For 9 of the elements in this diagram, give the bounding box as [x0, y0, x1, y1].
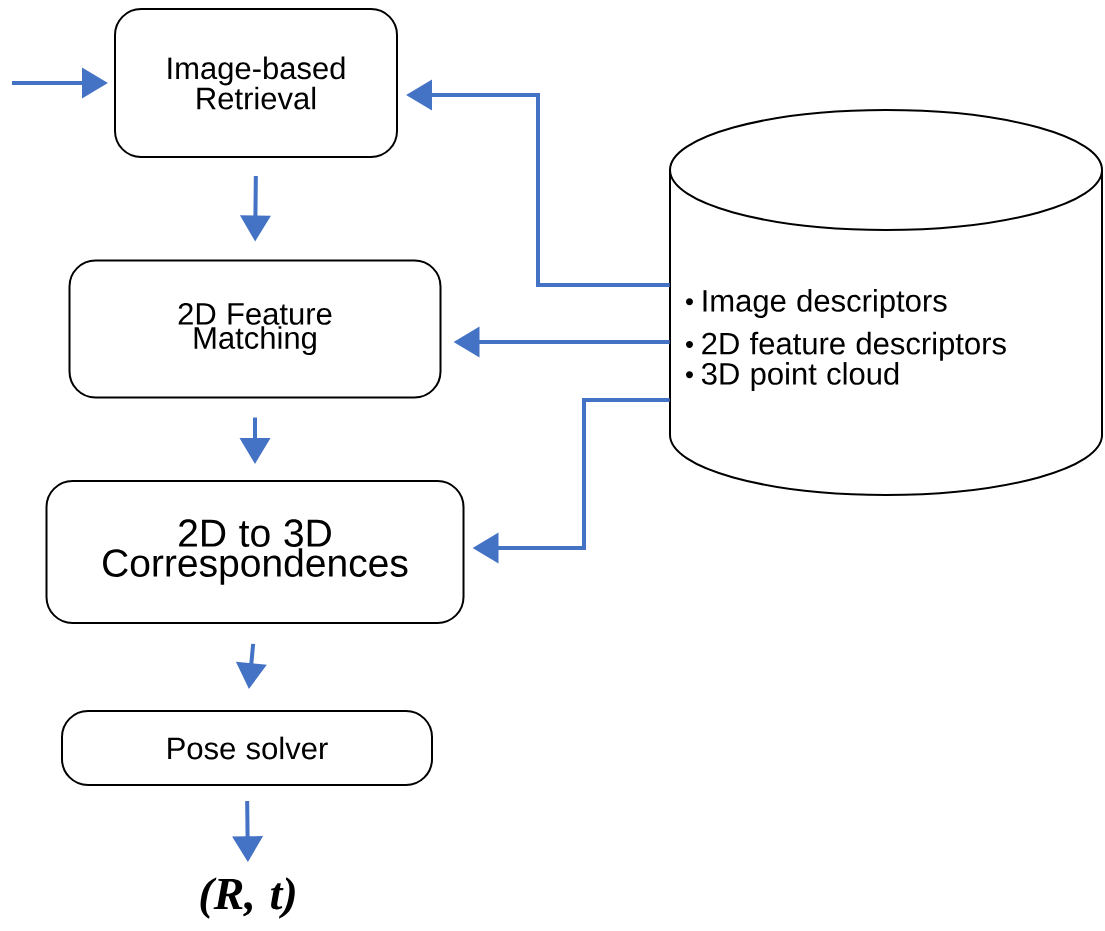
database-cylinder: Image descriptors 2D feature descriptors 3D point cloud — [669, 109, 1103, 496]
node-label: Image descriptors — [703, 289, 947, 318]
process-box: Image-based Retrieval — [114, 8, 398, 158]
process-box: 2D Feature Matching — [68, 259, 442, 399]
node-label: 3D point cloud — [701, 362, 899, 391]
process-box: 2D to 3D Correspondences — [45, 480, 465, 624]
node-label: 2D feature descriptors — [702, 331, 1006, 361]
output-label: (R, t) — [200, 877, 295, 919]
process-box: Pose solver — [61, 710, 433, 786]
